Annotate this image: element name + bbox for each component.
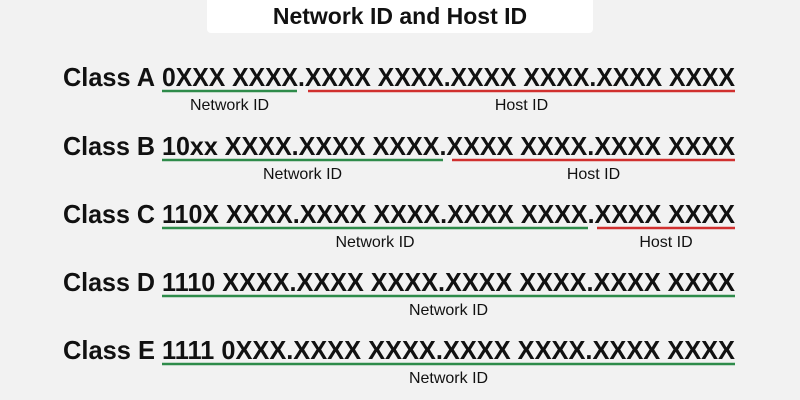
network-id-label: Network ID [335,234,414,251]
address-bits: 10xx XXXX.XXXX XXXX.XXXX XXXX.XXXX XXXX [162,131,736,161]
address-bits: 0XXX XXXX.XXXX XXXX.XXXX XXXX.XXXX XXXX [162,62,736,92]
host-id-label: Host ID [495,97,548,114]
class-label: Class B [63,131,155,161]
host-id-label: Host ID [567,166,620,183]
class-label: Class E [63,335,155,365]
address-bits: 1111 0XXX.XXXX XXXX.XXXX XXXX.XXXX XXXX [162,335,736,365]
network-id-label: Network ID [190,97,269,114]
class-label: Class C [63,199,155,229]
title-box: Network ID and Host ID [207,0,593,33]
host-id-label: Host ID [639,234,692,251]
class-label: Class A [63,62,155,92]
network-id-label: Network ID [409,302,488,319]
address-bits: 1110 XXXX.XXXX XXXX.XXXX XXXX.XXXX XXXX [162,267,736,297]
network-id-label: Network ID [263,166,342,183]
page-title: Network ID and Host ID [272,3,528,29]
address-bits: 110X XXXX.XXXX XXXX.XXXX XXXX.XXXX XXXX [162,199,736,229]
network-id-label: Network ID [409,370,488,387]
class-label: Class D [63,267,155,297]
